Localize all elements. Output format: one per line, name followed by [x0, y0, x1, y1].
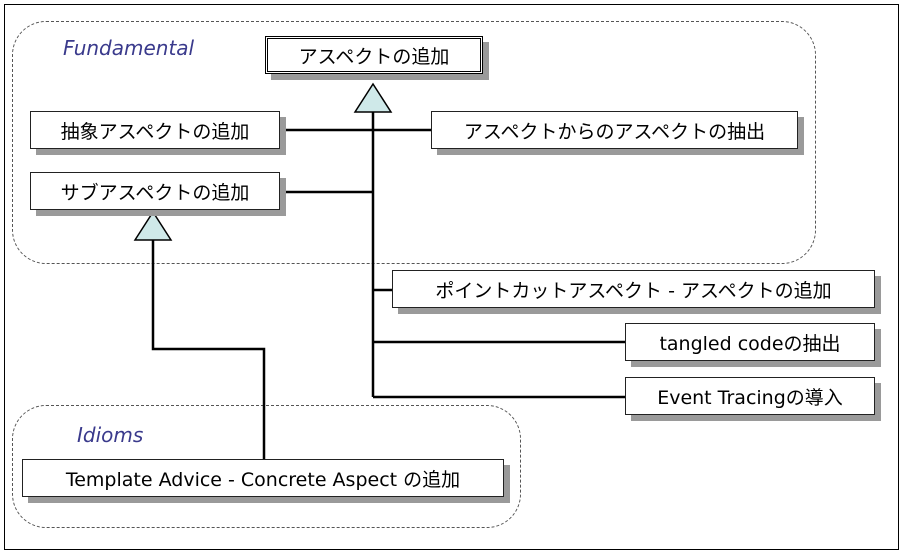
- group-label-fundamental: Fundamental: [63, 36, 195, 60]
- node-extract-aspect: アスペクトからのアスペクトの抽出: [431, 111, 798, 149]
- outer-frame: [4, 4, 899, 550]
- node-extract-tangled-code: tangled codeの抽出: [625, 323, 875, 361]
- link-template-advice: [151, 240, 266, 460]
- node-event-tracing: Event Tracingの導入: [625, 377, 875, 415]
- node-pointcut-aspect: ポイントカットアスペクト - アスペクトの追加: [392, 270, 875, 308]
- group-label-idioms: Idioms: [77, 423, 144, 447]
- node-add-sub-aspect: サブアスペクトの追加: [30, 172, 280, 210]
- node-add-abstract-aspect: 抽象アスペクトの追加: [30, 111, 280, 149]
- group-idioms: [12, 405, 521, 528]
- inheritance-triangle-root: [353, 82, 393, 113]
- group-fundamental: [12, 21, 816, 264]
- inheritance-triangle-sub: [133, 210, 173, 241]
- node-add-aspect: アスペクトの追加: [265, 36, 483, 74]
- node-template-advice: Template Advice - Concrete Aspect の追加: [22, 459, 504, 497]
